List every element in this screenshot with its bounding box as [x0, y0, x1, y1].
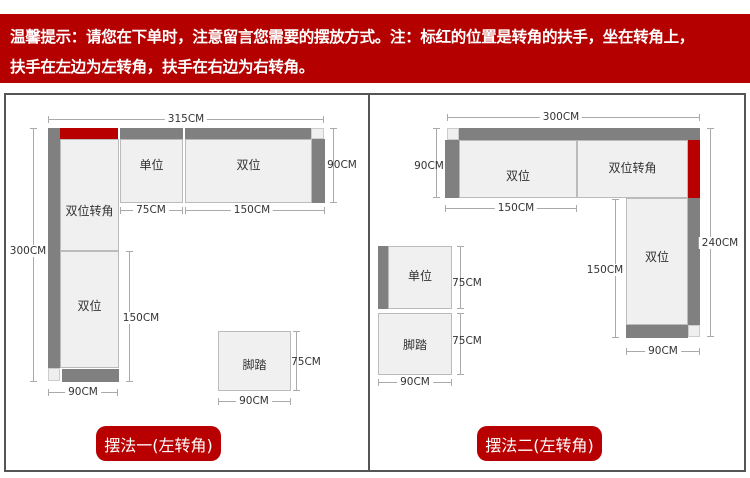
dim-label: 90CM: [236, 395, 272, 407]
notice-banner: 温馨提示：请您在下单时，注意留言您需要的摆放方式。注：标红的位置是转角的扶手，坐…: [0, 14, 750, 83]
corner-block: [688, 325, 700, 337]
seat-corner: 双位转角: [60, 139, 119, 251]
dim-line: [457, 246, 464, 309]
corner-armrest-red: [60, 128, 118, 139]
seat-double-right: 双位: [626, 198, 688, 325]
seat-double-top: 双位: [185, 139, 312, 203]
dim-label: 75CM: [291, 356, 321, 368]
armrest: [312, 139, 325, 203]
armrest: [378, 246, 388, 309]
seat-double-top: 双位: [459, 140, 577, 198]
dim-label: 150CM: [119, 312, 163, 324]
dim-label: 90CM: [414, 160, 444, 172]
backrest: [185, 128, 311, 139]
corner-block: [311, 128, 324, 139]
dim-label: 90CM: [645, 345, 681, 357]
dim-label: 90CM: [327, 159, 357, 171]
footstool: 脚踏: [378, 313, 452, 375]
notice-line-1: 温馨提示：请您在下单时，注意留言您需要的摆放方式。注：标红的位置是转角的扶手，坐…: [10, 28, 695, 46]
backrest: [626, 325, 688, 338]
dim-line: [433, 128, 440, 198]
layout2-caption-button[interactable]: 摆法二(左转角): [477, 426, 602, 461]
dim-label: 240CM: [698, 237, 742, 249]
corner-block: [447, 128, 459, 140]
layout1-caption-button[interactable]: 摆法一(左转角): [96, 426, 221, 461]
dim-label: 75CM: [452, 277, 482, 289]
armrest: [48, 128, 60, 368]
dim-line: [457, 313, 464, 375]
backrest: [120, 128, 183, 139]
dim-label: 90CM: [397, 376, 433, 388]
dim-label: 300CM: [6, 245, 50, 257]
dim-label: 90CM: [65, 386, 101, 398]
dim-line: [330, 128, 337, 203]
armrest: [445, 140, 459, 198]
armrest: [688, 198, 700, 325]
corner-armrest-red: [688, 140, 700, 198]
dim-label: 315CM: [164, 113, 208, 125]
backrest: [459, 128, 700, 140]
notice-line-2: 扶手在左边为左转角，扶手在右边为右转角。: [10, 58, 315, 76]
dim-label: 150CM: [583, 264, 627, 276]
dim-label: 75CM: [452, 335, 482, 347]
seat-single: 单位: [388, 246, 452, 309]
dim-line: [707, 128, 714, 337]
dim-label: 300CM: [539, 111, 583, 123]
dim-label: 75CM: [133, 204, 169, 216]
seat-double-left: 双位: [60, 251, 119, 368]
seat-corner: 双位转角: [577, 140, 688, 198]
dim-label: 150CM: [494, 202, 538, 214]
footstool: 脚踏: [218, 331, 291, 391]
layout2-panel: [368, 93, 746, 472]
armrest: [62, 369, 119, 382]
dim-label: 150CM: [230, 204, 274, 216]
corner-block: [48, 368, 60, 381]
dim-line: [293, 331, 300, 391]
seat-single: 单位: [120, 139, 183, 203]
